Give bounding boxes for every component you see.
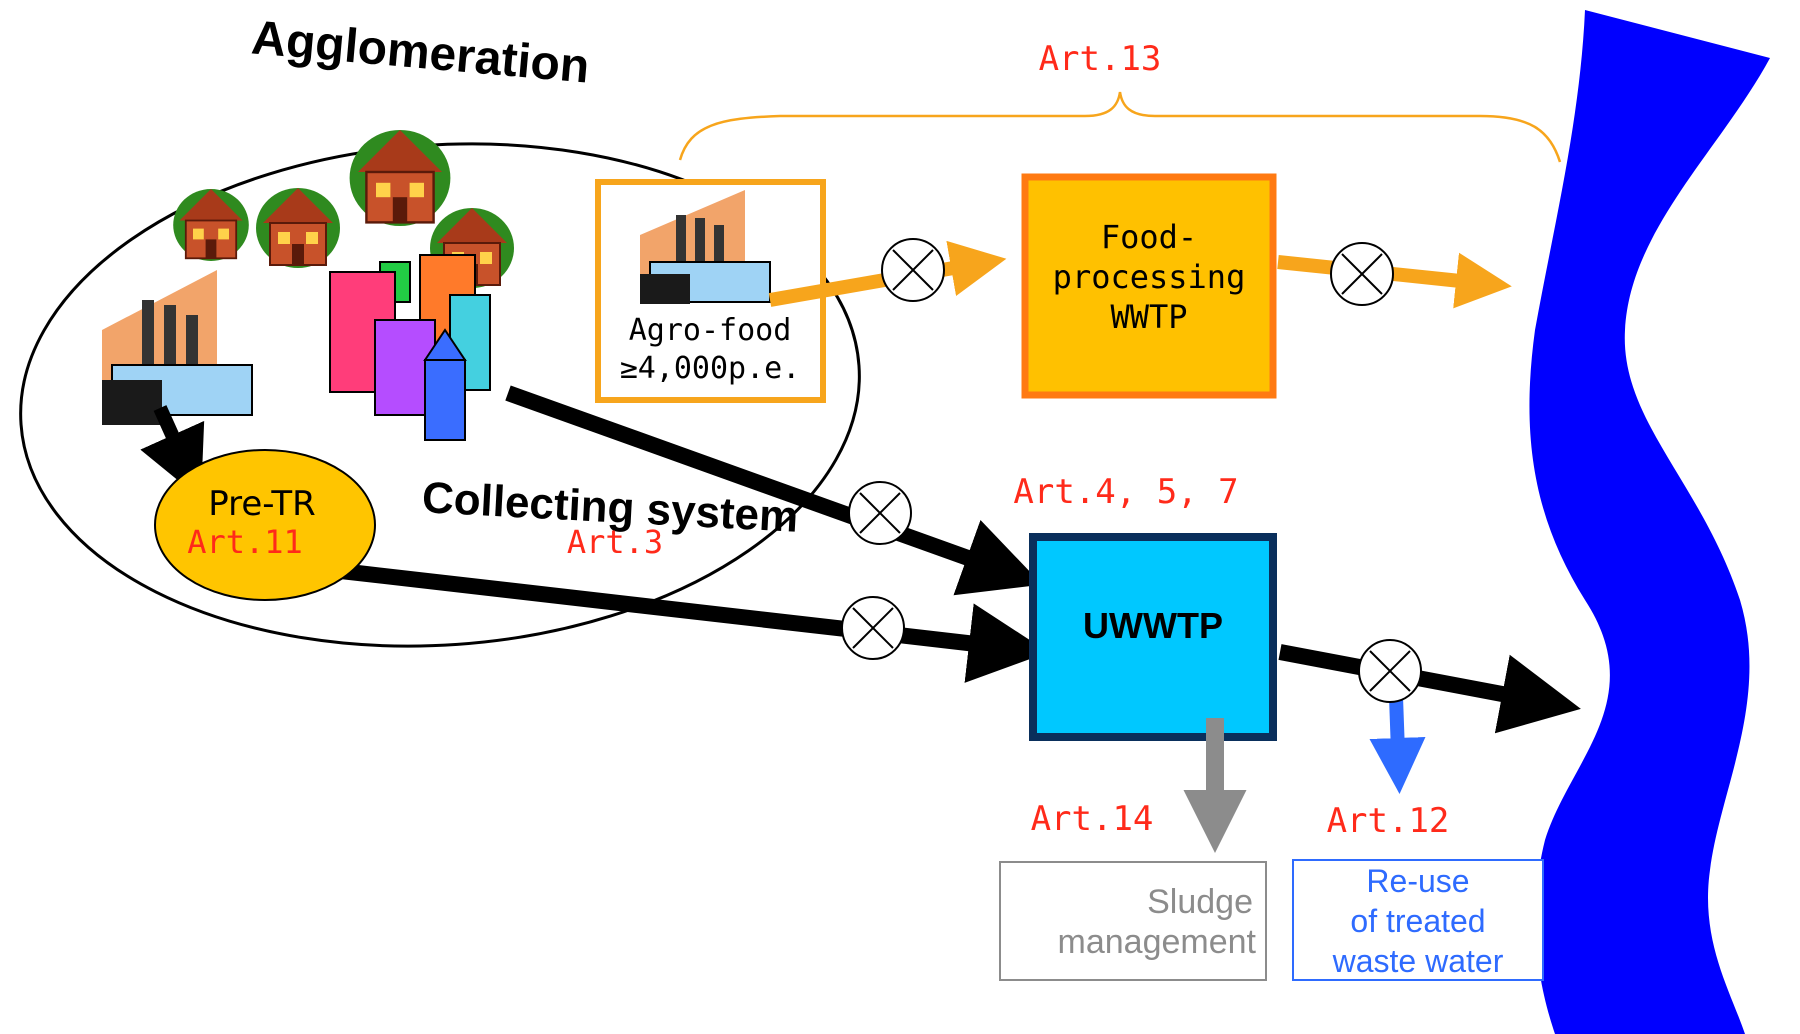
food-wwtp-line2: processing	[1053, 258, 1246, 296]
monitoring-point-icon	[1330, 242, 1394, 306]
sludge-line1: Sludge	[1147, 883, 1253, 921]
house-icon	[256, 188, 340, 268]
agglomeration-title: Agglomeration	[249, 11, 591, 93]
monitoring-point-icon	[1358, 639, 1422, 703]
reuse-line2: of treated	[1350, 903, 1485, 939]
food-wwtp-line3: WWTP	[1110, 298, 1187, 336]
pre-treatment-label: Pre-TR	[208, 484, 316, 524]
reuse-line1: Re-use	[1366, 863, 1469, 899]
reuse-box	[1292, 859, 1544, 981]
monitoring-point-icon	[841, 596, 905, 660]
agro-food-threshold: ≥4,000p.e.	[620, 351, 801, 386]
pre-treatment-node	[154, 449, 376, 601]
sludge-management-box	[999, 861, 1267, 981]
agro-food-factory-icon	[640, 190, 771, 304]
reuse-article: Art.12	[1327, 801, 1450, 841]
house-icon	[173, 189, 249, 261]
uwwtp-label: UWWTP	[1083, 605, 1223, 646]
collecting-system-article: Art.3	[567, 523, 663, 561]
sludge-article: Art.14	[1031, 799, 1154, 839]
uwwtp-box	[1029, 533, 1277, 741]
agro-food-label: Agro-food	[629, 313, 792, 348]
food-processing-wwtp-box	[1021, 173, 1277, 399]
monitoring-point-icon	[881, 238, 945, 302]
food-wwtp-line1: Food-	[1101, 218, 1197, 256]
factory-to-pretr-arrow	[140, 405, 205, 500]
art13-brace	[678, 91, 1562, 163]
factory-icon	[102, 270, 253, 425]
river	[1529, 10, 1770, 1034]
monitoring-point-icon	[848, 481, 912, 545]
uwwtp-to-reuse-arrow	[1369, 696, 1426, 794]
art13-label: Art.13	[1039, 39, 1162, 79]
pre-treatment-article: Art.11	[187, 523, 303, 561]
sludge-line2: management	[1058, 923, 1257, 961]
uwwtp-article: Art.4, 5, 7	[1013, 472, 1238, 512]
city-buildings-icon	[329, 254, 491, 441]
reuse-line3: waste water	[1332, 943, 1504, 979]
house-icon	[349, 130, 451, 226]
